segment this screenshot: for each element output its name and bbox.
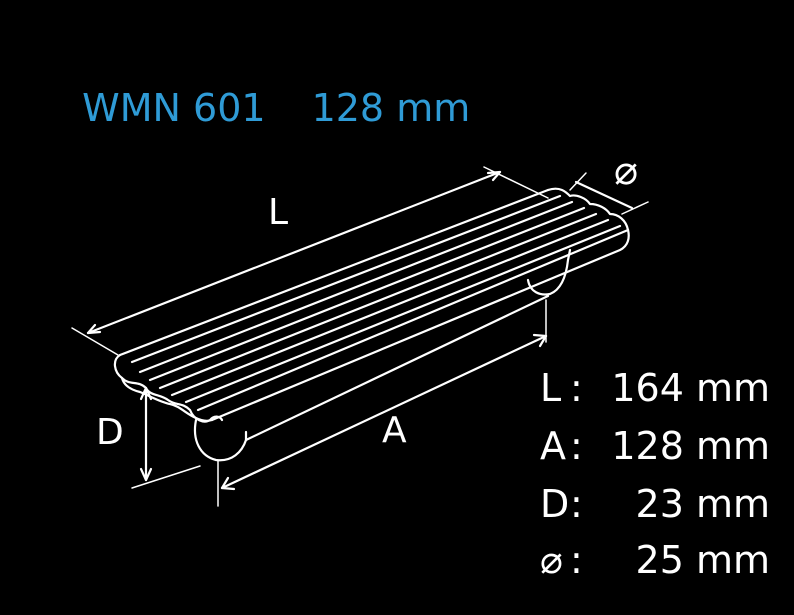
spec-depth: D : 23 mm — [540, 482, 780, 532]
spacing-dimension — [217, 299, 548, 507]
spec-spacing: A : 128 mm — [540, 424, 780, 474]
spec-sep: : — [570, 366, 583, 410]
spec-key: D — [540, 482, 570, 526]
spec-key: ⌀ — [540, 538, 563, 582]
spec-diameter: ⌀ : 25 mm — [540, 538, 780, 588]
spec-sep: : — [570, 424, 583, 468]
diameter-dimension — [569, 172, 649, 215]
length-label: L — [268, 192, 289, 233]
product-title: WMN 601 128 mm — [58, 42, 470, 130]
length-dimension — [71, 166, 549, 356]
spec-key: L — [540, 366, 562, 410]
spacing-label: A — [382, 410, 407, 451]
depth-dimension — [131, 386, 201, 489]
spec-length: L : 164 mm — [540, 366, 780, 416]
spec-value: 128 mm — [611, 424, 770, 468]
model-name: WMN 601 — [82, 86, 266, 130]
spec-value: 25 mm — [635, 538, 770, 582]
handle-body — [113, 187, 630, 462]
spec-sep: : — [570, 482, 583, 526]
diameter-symbol-icon: ⌀ — [614, 148, 639, 194]
spec-value: 164 mm — [611, 366, 770, 410]
spec-sep: : — [570, 538, 583, 582]
model-size: 128 mm — [311, 86, 471, 130]
spec-key: A — [540, 424, 566, 468]
spec-value: 23 mm — [635, 482, 770, 526]
depth-label: D — [96, 412, 124, 453]
